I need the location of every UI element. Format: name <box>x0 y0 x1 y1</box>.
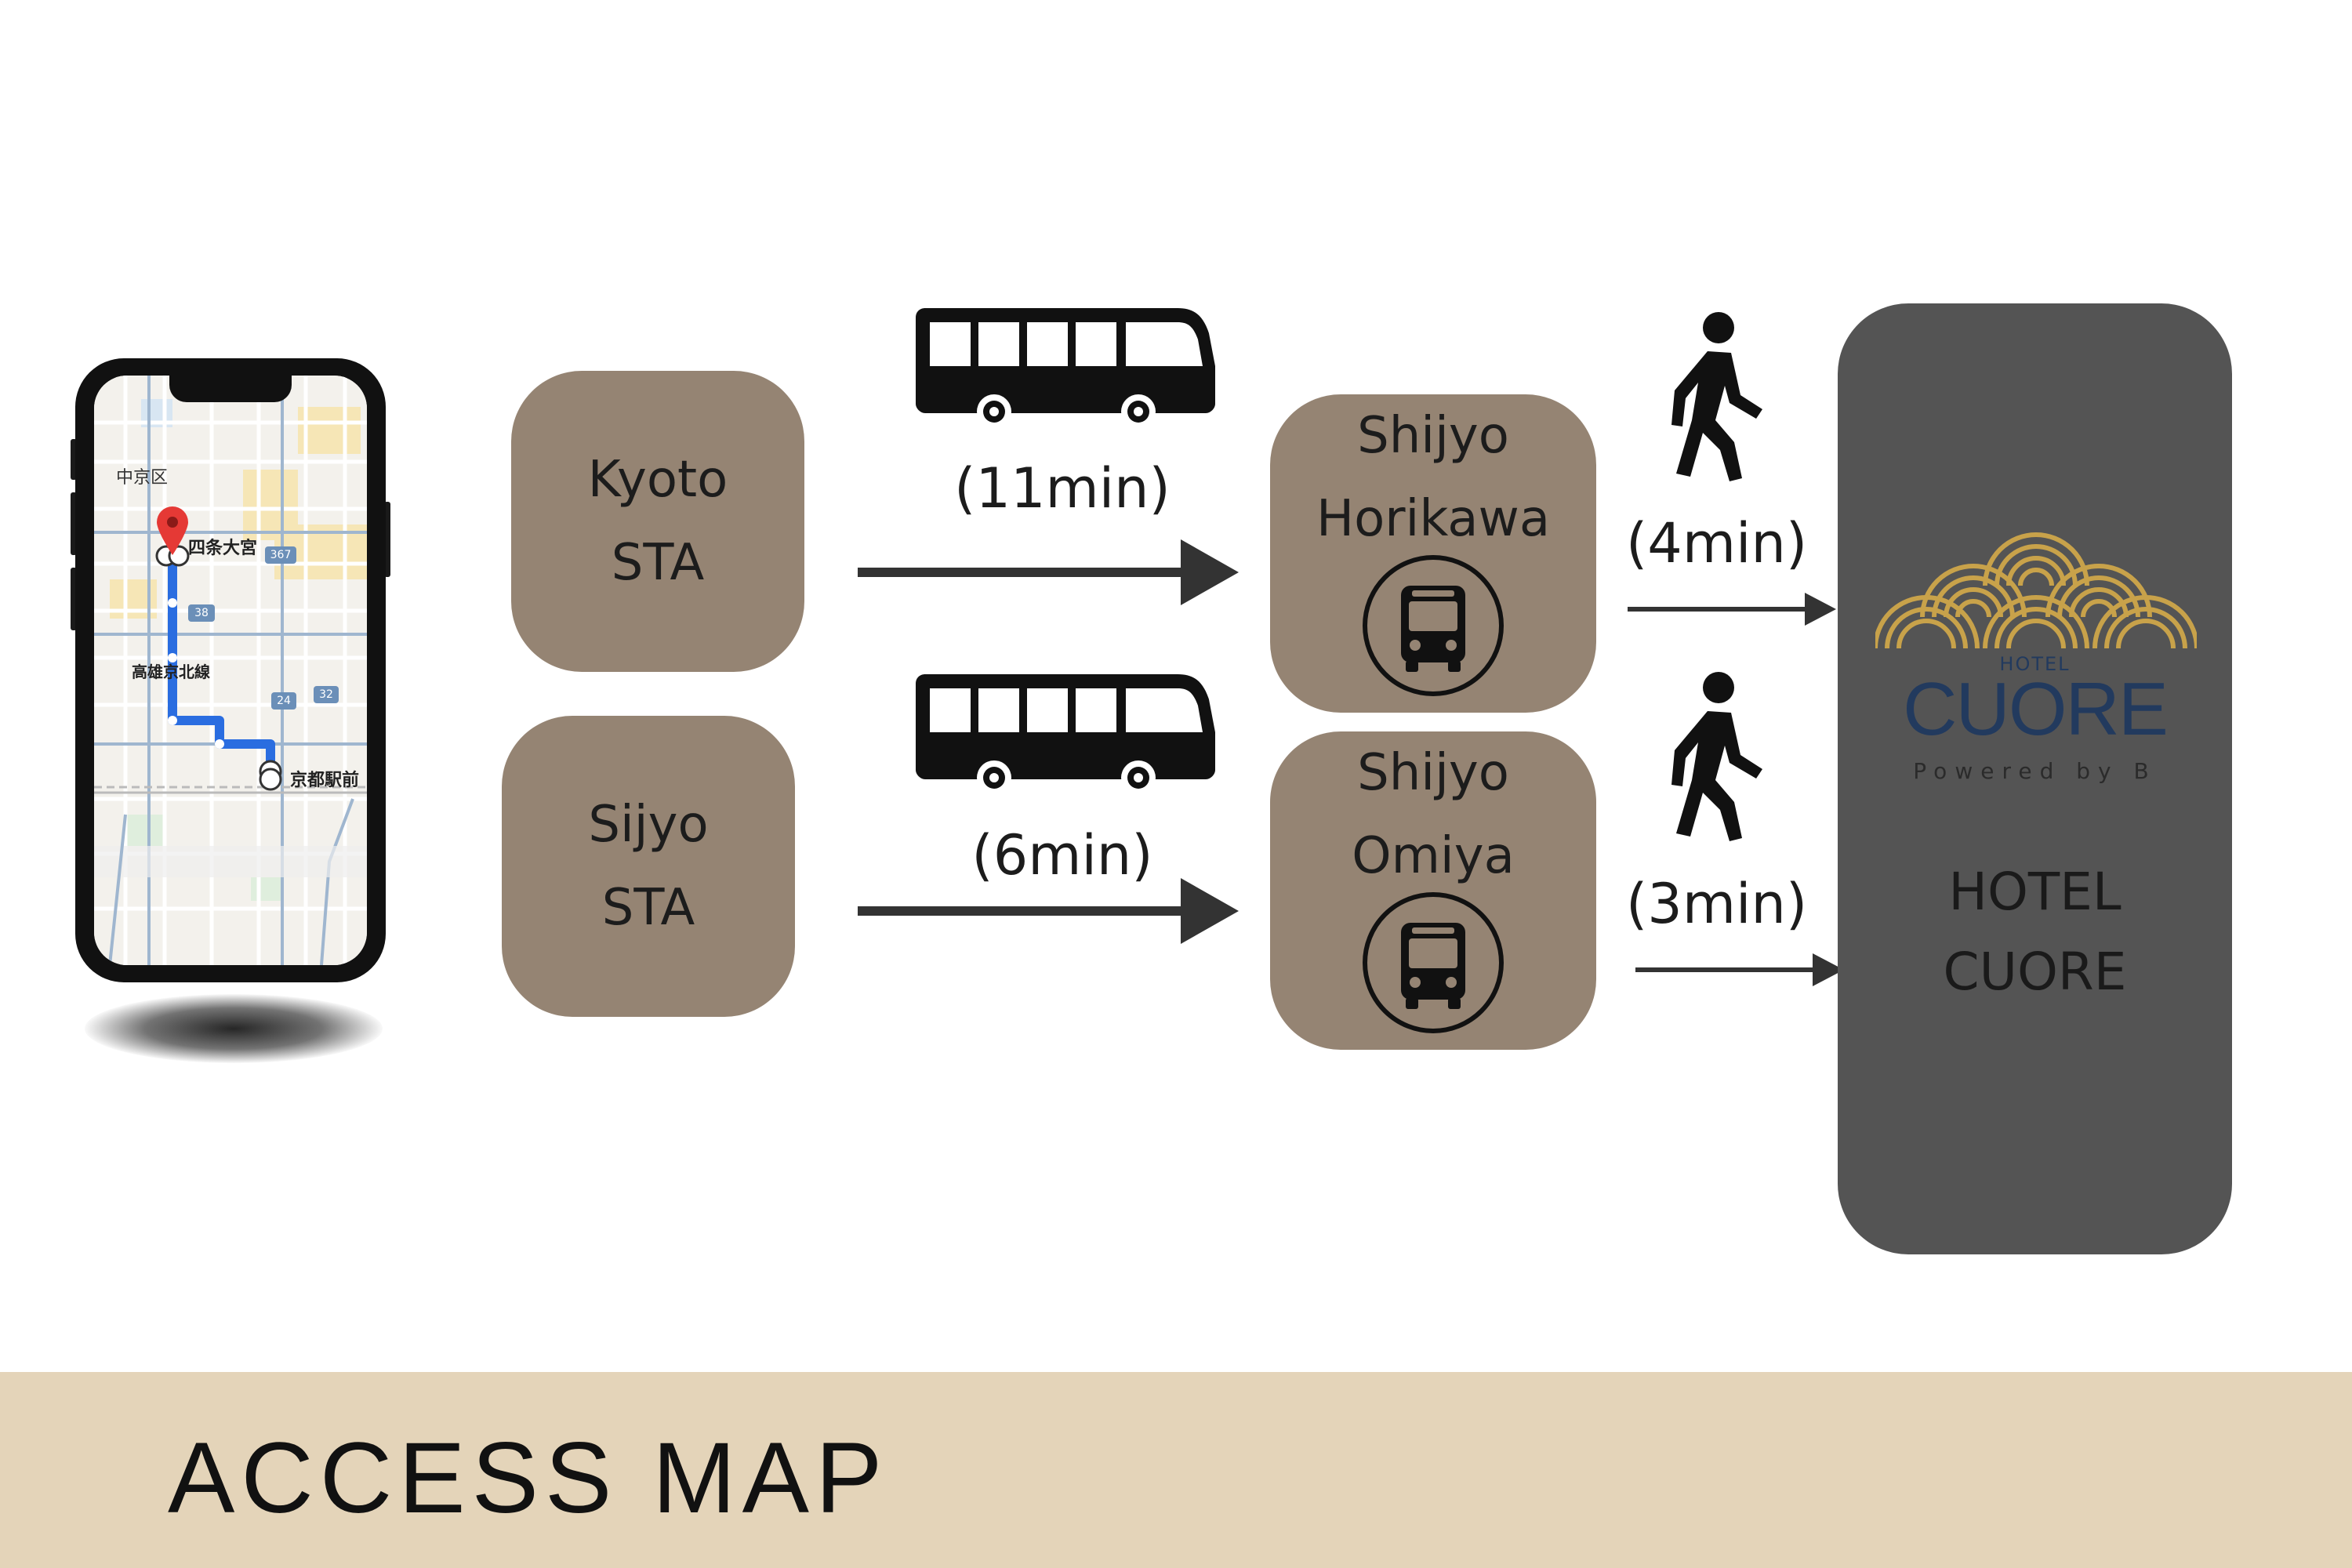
map-background <box>94 376 367 965</box>
bus-time-label: (6min) <box>971 823 1153 887</box>
road-badge: 38 <box>188 604 215 622</box>
hotel-name-line2: CUORE <box>1943 942 2127 1002</box>
origin-label-line1: Kyoto <box>587 451 728 509</box>
road-badge: 367 <box>265 546 296 564</box>
wave-pattern-logo-icon <box>1875 532 2197 649</box>
walking-person-icon <box>1671 672 1762 841</box>
stop-box-shijyo-horikawa: Shijyo Horikawa <box>1270 394 1596 713</box>
stop-label-line1: Shijyo <box>1357 407 1509 465</box>
walk-arrow <box>1628 593 1836 626</box>
origin-box-kyoto-sta: Kyoto STA <box>511 371 804 672</box>
phone-notch <box>169 376 292 402</box>
map-label-start-stop: 四条大宮 <box>188 539 258 558</box>
bus-icon <box>916 674 1215 795</box>
origin-label-line2: STA <box>611 534 705 592</box>
walk-time-label: (3min) <box>1626 872 1808 936</box>
phone-shadow <box>85 994 383 1063</box>
walking-person-icon <box>1671 312 1762 481</box>
map-label-route: 高雄京北線 <box>132 662 210 681</box>
bus-time-label: (11min) <box>954 456 1171 521</box>
stop-box-shijyo-omiya: Shijyo Omiya <box>1270 731 1596 1050</box>
bus-arrow <box>858 539 1239 605</box>
walk-arrow <box>1635 953 1844 986</box>
logo-tagline: Powered by B <box>1913 758 2157 784</box>
road-badge: 32 <box>314 686 339 703</box>
footer-band <box>0 1372 2352 1568</box>
phone-volume-down-button <box>71 568 77 630</box>
map-label-end-stop: 京都駅前 <box>290 771 360 790</box>
bus-stop-icon <box>1363 892 1504 1033</box>
stop-label-line2: Horikawa <box>1316 490 1551 548</box>
logo-hotel-small: HOTEL <box>1999 653 2071 675</box>
stop-label-line2: Omiya <box>1352 827 1515 885</box>
hotel-name-line1: HOTEL <box>1948 862 2122 922</box>
bus-arrow <box>858 878 1239 944</box>
phone-volume-up-button <box>71 492 77 555</box>
stop-label-line1: Shijyo <box>1357 744 1509 802</box>
logo-cuore-wordmark: CUORE <box>1903 667 2169 751</box>
bus-stop-icon <box>1363 555 1504 696</box>
location-pin-icon <box>157 506 188 555</box>
phone-screen-map: 38 367 24 32 中京区 四条大宮 高雄京北線 京都駅前 <box>94 376 367 965</box>
phone-power-button <box>384 502 390 577</box>
hotel-destination-box: HOTEL CUORE Powered by B HOTEL CUORE <box>1838 303 2232 1254</box>
origin-box-sijyo-sta: Sijyo STA <box>502 716 795 1017</box>
walk-time-label: (4min) <box>1626 511 1808 575</box>
bus-icon <box>916 308 1215 429</box>
road-badge: 24 <box>271 692 296 710</box>
map-label-ward: 中京区 <box>116 468 169 488</box>
phone-side-button <box>71 439 77 480</box>
phone-mockup: 38 367 24 32 中京区 四条大宮 高雄京北線 京都駅前 <box>75 358 386 982</box>
origin-label-line2: STA <box>601 879 695 937</box>
page-title: ACCESS MAP <box>168 1422 889 1534</box>
origin-label-line1: Sijyo <box>588 796 709 854</box>
